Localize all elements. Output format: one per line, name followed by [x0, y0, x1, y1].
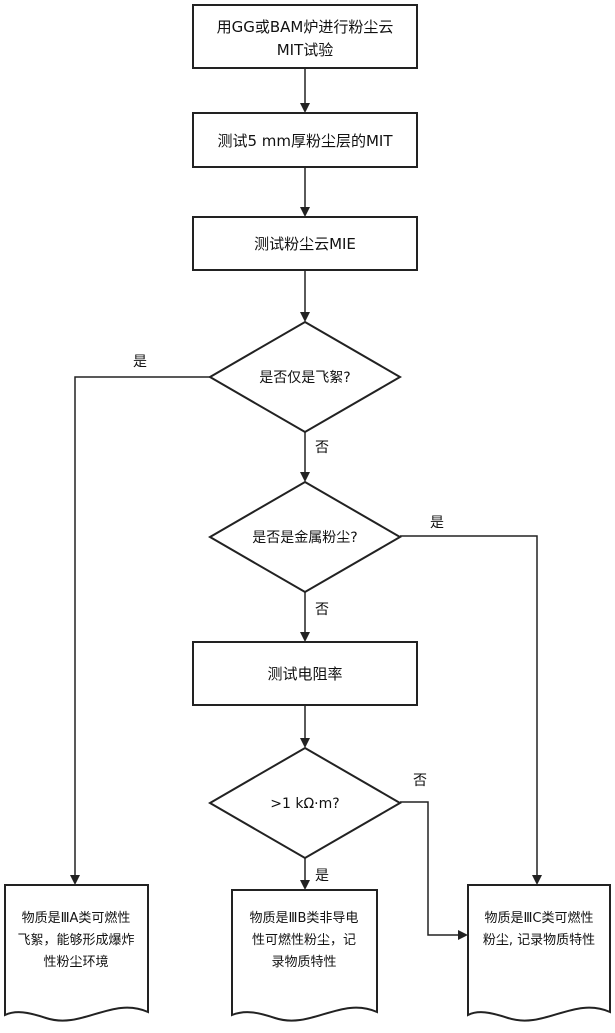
step-1-label-line-2: MIT试验 — [277, 41, 334, 59]
arrowhead — [300, 632, 310, 642]
d2-yes-label: 是 — [430, 515, 444, 531]
result-2: 物质是ⅢB类非导电 性可燃性粉尘，记 录物质特性 — [231, 889, 378, 1022]
result-2-line-2: 性可燃性粉尘，记 — [252, 932, 356, 948]
d3-yes-label: 是 — [315, 868, 329, 884]
arrowhead — [300, 738, 310, 748]
decision-1: 是否仅是飞絮? — [208, 320, 402, 434]
arrowhead — [300, 472, 310, 482]
result-2-line-3: 录物质特性 — [271, 955, 336, 970]
arrowhead — [532, 875, 542, 885]
result-3-line-1: 物质是ⅢC类可燃性 — [484, 910, 593, 926]
connector-d3-r3 — [400, 801, 458, 936]
result-1-line-2: 飞絮，能够形成爆炸 — [17, 932, 134, 948]
process-step-2: 测试5 mm厚粉尘层的MIT — [192, 112, 418, 168]
arrowhead — [300, 207, 310, 217]
process-step-3: 测试粉尘云MIE — [192, 216, 418, 271]
d2-no-label: 否 — [315, 602, 329, 618]
step-4-label: 测试电阻率 — [267, 665, 342, 683]
connectors — [70, 68, 542, 940]
process-step-1: 用GG或BAM炉进行粉尘云 MIT试验 — [192, 4, 418, 69]
arrowhead — [300, 880, 310, 890]
arrowhead — [300, 103, 310, 113]
decision-2-label: 是否是金属粉尘? — [252, 530, 357, 546]
result-2-line-1: 物质是ⅢB类非导电 — [250, 911, 359, 926]
result-3-line-2: 粉尘, 记录物质特性 — [483, 933, 595, 948]
step-2-label: 测试5 mm厚粉尘层的MIT — [217, 132, 393, 150]
process-step-4: 测试电阻率 — [192, 641, 418, 706]
decision-3-label: >1 kΩ·m? — [270, 796, 339, 812]
result-1-line-1: 物质是ⅢA类可燃性 — [22, 910, 131, 926]
arrowhead — [458, 930, 468, 940]
decision-3: >1 kΩ·m? — [208, 746, 402, 860]
connector-d1-r1 — [74, 376, 210, 875]
connector-d2-r3 — [400, 535, 538, 875]
result-1: 物质是ⅢA类可燃性 飞絮，能够形成爆炸 性粉尘环境 — [4, 884, 149, 1022]
d1-yes-label: 是 — [133, 354, 147, 370]
decision-1-label: 是否仅是飞絮? — [259, 369, 350, 386]
decision-2: 是否是金属粉尘? — [208, 480, 402, 594]
d1-no-label: 否 — [315, 440, 329, 456]
arrowhead — [300, 312, 310, 322]
result-1-line-3: 性粉尘环境 — [43, 955, 108, 970]
arrowhead — [70, 875, 80, 885]
result-3: 物质是ⅢC类可燃性 粉尘, 记录物质特性 — [467, 884, 611, 1022]
step-3-label: 测试粉尘云MIE — [254, 235, 356, 253]
d3-no-label: 否 — [413, 773, 427, 789]
step-1-label-line-1: 用GG或BAM炉进行粉尘云 — [217, 18, 394, 36]
